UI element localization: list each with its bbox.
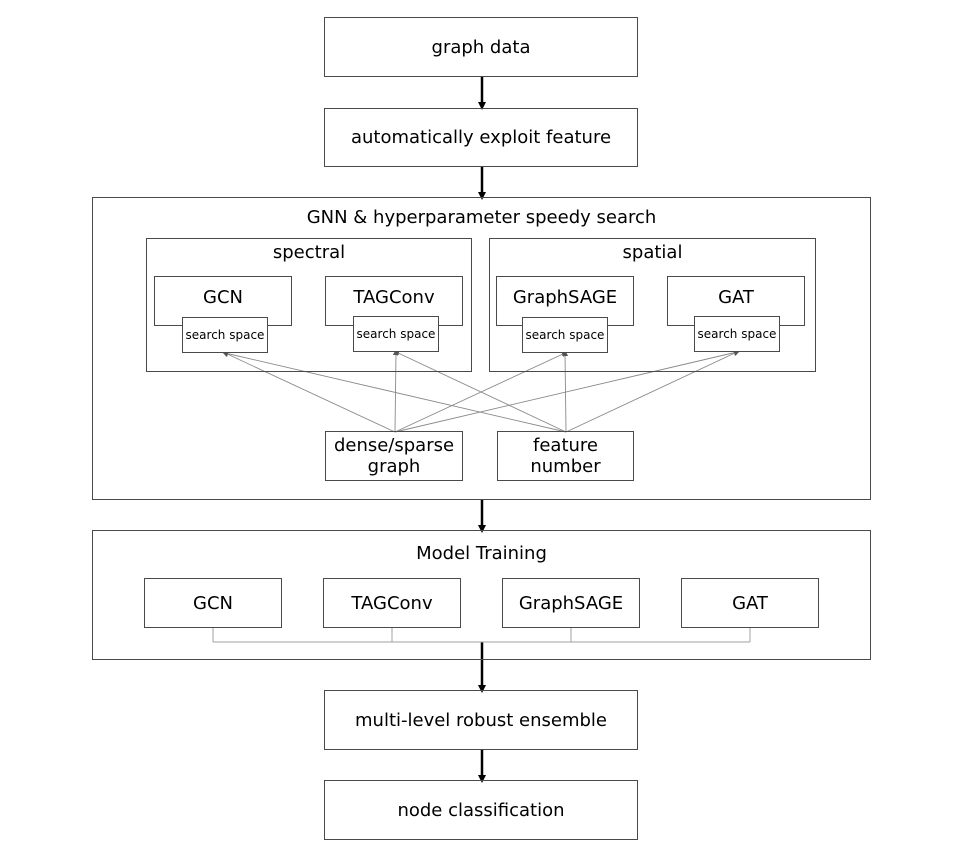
spatial-title: spatial [622, 242, 683, 263]
training-graphsage-label: GraphSAGE [518, 592, 624, 614]
tagconv-search-space: search space [353, 316, 439, 352]
graphsage-search-space-label: search space [525, 328, 605, 342]
training-tagconv-label: TAGConv [351, 592, 433, 614]
training-tagconv-box: TAGConv [323, 578, 461, 628]
exploit-feature-label: automatically exploit feature [350, 127, 612, 148]
gcn-search-space-label: search space [185, 328, 265, 342]
link-dense-tagconv [392, 349, 399, 433]
tagconv-search-space-label: search space [356, 327, 436, 341]
link-dense-gcn [222, 351, 396, 433]
node-classification-box: node classification [324, 780, 638, 840]
spatial-group: spatial [489, 238, 816, 372]
model-training-title: Model Training [416, 543, 547, 564]
ensemble-box: multi-level robust ensemble [324, 690, 638, 750]
training-bus [212, 627, 751, 643]
gat-search-space-label: search space [697, 327, 777, 341]
gnn-search-title: GNN & hyperparameter speedy search [306, 207, 657, 228]
graph-data-label: graph data [431, 36, 531, 58]
graphsage-search-space: search space [522, 317, 608, 353]
tagconv-model-label: TAGConv [353, 287, 435, 308]
link-feature-tagconv [393, 350, 567, 433]
graph-data-box: graph data [324, 17, 638, 77]
dense-sparse-graph-box: dense/sparse graph [325, 431, 463, 481]
link-feature-graphsage [562, 350, 569, 433]
node-classification-label: node classification [397, 799, 565, 821]
dense-sparse-line1: dense/sparse [333, 435, 455, 456]
dense-sparse-line2: graph [367, 456, 421, 477]
training-gat-box: GAT [681, 578, 819, 628]
gat-search-space: search space [694, 316, 780, 352]
exploit-feature-box: automatically exploit feature [324, 108, 638, 167]
model-training-section: Model Training [92, 530, 871, 660]
gcn-model-label: GCN [203, 287, 243, 308]
gcn-search-space: search space [182, 317, 268, 353]
gnn-search-section: GNN & hyperparameter speedy search [92, 197, 871, 500]
training-gcn-label: GCN [193, 592, 233, 614]
link-dense-graphsage [394, 351, 568, 433]
feature-number-box: feature number [497, 431, 634, 481]
spectral-group: spectral [146, 238, 472, 372]
gat-model-label: GAT [718, 287, 754, 308]
link-feature-gat [565, 350, 740, 433]
graphsage-model-label: GraphSAGE [512, 287, 618, 308]
feature-number-line2: number [530, 456, 601, 477]
link-dense-gat [394, 349, 740, 433]
training-gcn-box: GCN [144, 578, 282, 628]
ensemble-label: multi-level robust ensemble [355, 709, 607, 731]
training-gat-label: GAT [732, 592, 768, 614]
spectral-title: spectral [272, 242, 346, 263]
search-space-links [222, 349, 740, 433]
feature-number-line1: feature [533, 435, 598, 456]
training-graphsage-box: GraphSAGE [502, 578, 640, 628]
link-feature-gcn [222, 350, 567, 433]
